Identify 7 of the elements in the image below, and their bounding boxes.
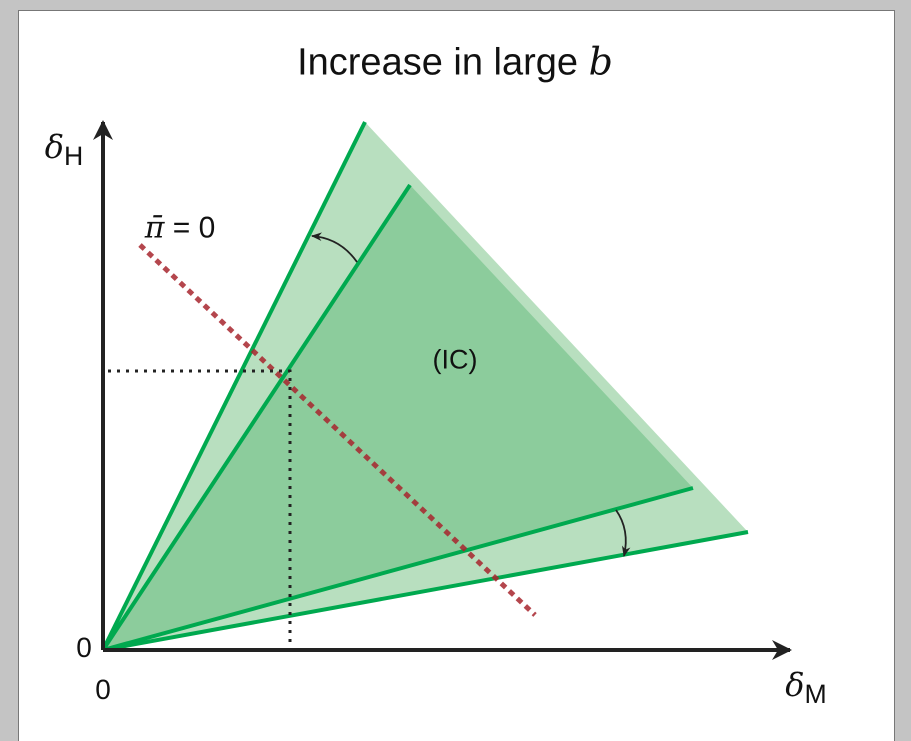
- tick-label: 0: [76, 632, 92, 664]
- chart-title: Increase in large b: [297, 40, 613, 84]
- tick-label: 0: [95, 674, 111, 706]
- line-label: π̄ = 0: [144, 210, 216, 246]
- axis-label: δ$_{H}$: [44, 128, 84, 172]
- axis-label: δ$_{M}$: [785, 666, 827, 710]
- region-label: (IC): [432, 344, 478, 376]
